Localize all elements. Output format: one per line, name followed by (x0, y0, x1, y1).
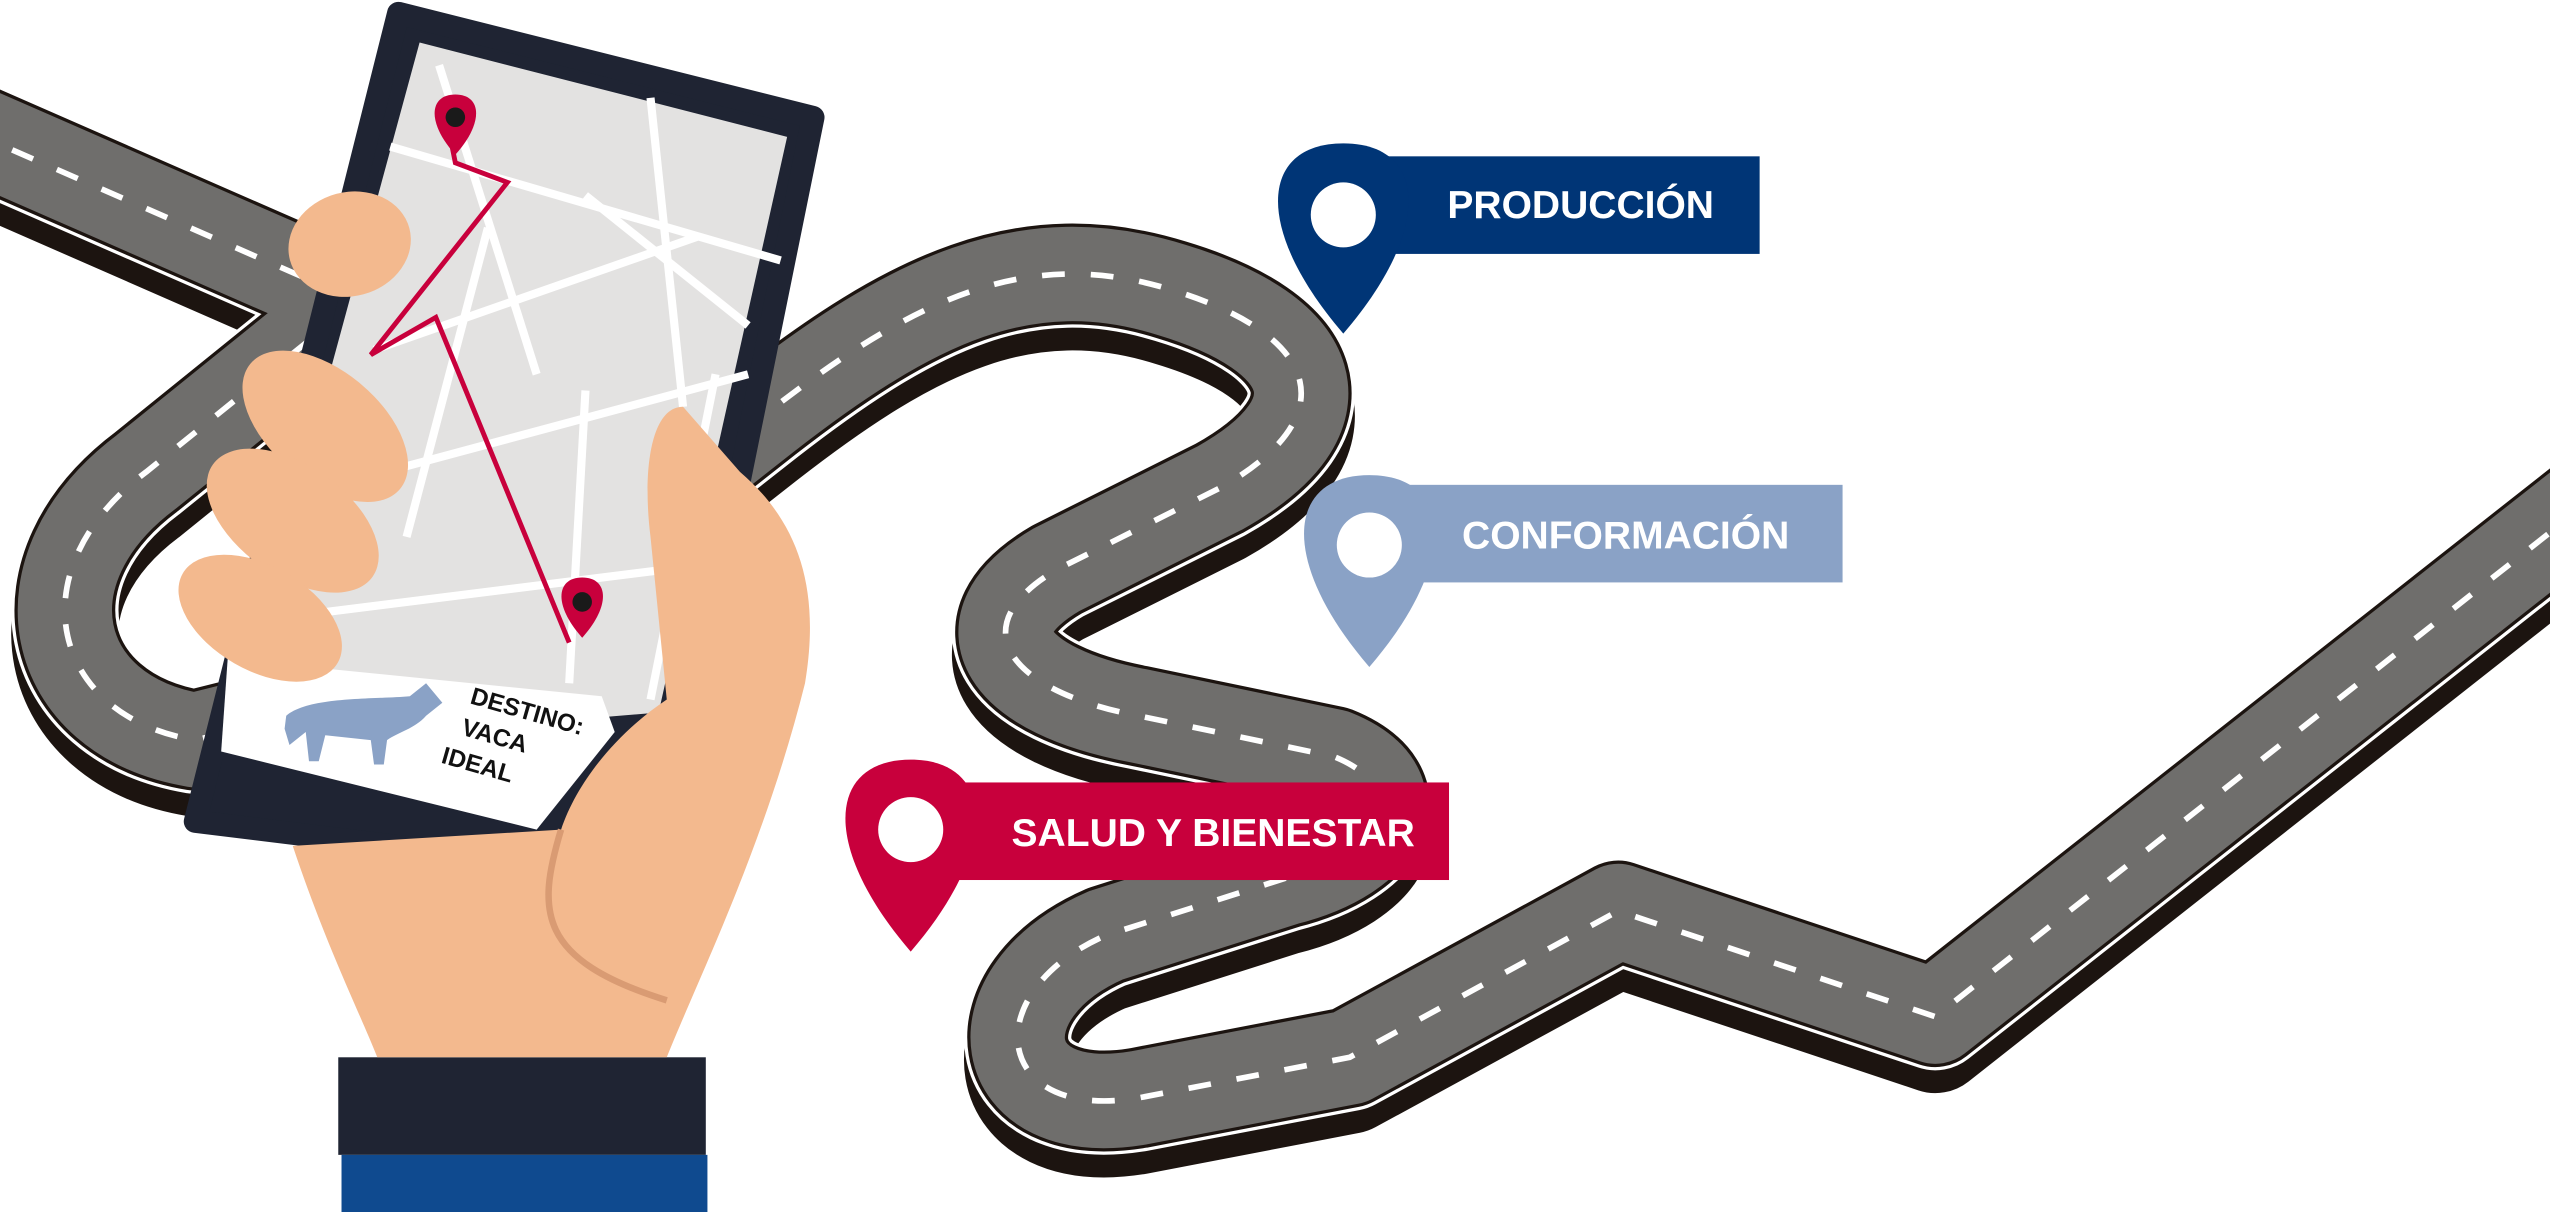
map-pin-icon (561, 577, 603, 638)
produccion-label: PRODUCCIÓN (1447, 183, 1714, 227)
sleeve (341, 1154, 708, 1212)
destination-card (221, 658, 615, 830)
route-line (368, 146, 572, 644)
salud-label: SALUD Y BIENESTAR (1012, 812, 1415, 855)
conformacion-marker: CONFORMACIÓN (1304, 475, 1843, 667)
conformacion-label: CONFORMACIÓN (1462, 513, 1789, 557)
cuff (338, 1057, 706, 1155)
produccion-marker: PRODUCCIÓN (1278, 143, 1760, 334)
hand (178, 191, 810, 1212)
map-pin-icon (434, 94, 477, 155)
salud-marker: SALUD Y BIENESTAR (845, 759, 1450, 952)
cow-icon (284, 683, 443, 765)
